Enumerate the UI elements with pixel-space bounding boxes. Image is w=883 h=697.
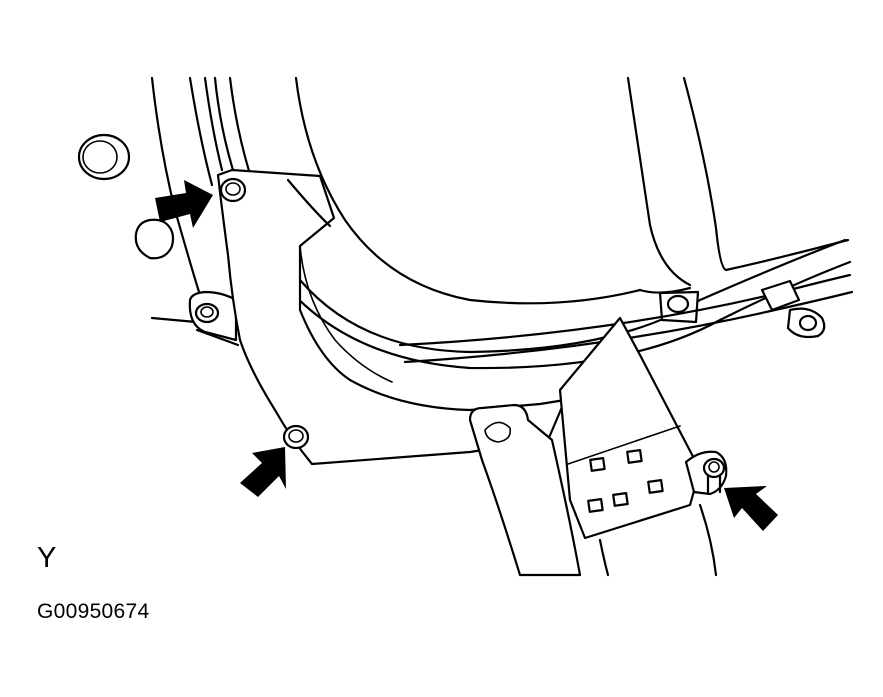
left-clip-bracket — [188, 290, 238, 342]
center-clip — [658, 290, 700, 324]
view-label: Y — [37, 542, 57, 574]
oval-slot — [134, 218, 175, 260]
arrow-lower-left-bolt — [240, 447, 286, 497]
support-strap — [468, 403, 718, 577]
inner-panel — [626, 76, 850, 294]
mounting-plate — [558, 316, 702, 540]
arrow-upper-bolt — [155, 180, 213, 228]
cable — [398, 273, 854, 364]
right-bolt — [684, 450, 728, 496]
upper-bolt — [219, 177, 247, 203]
lower-left-bolt — [282, 424, 310, 450]
grommet-hole — [77, 133, 131, 181]
arrow-right-bolt — [724, 486, 778, 531]
figure-id: G00950674 — [37, 600, 150, 623]
